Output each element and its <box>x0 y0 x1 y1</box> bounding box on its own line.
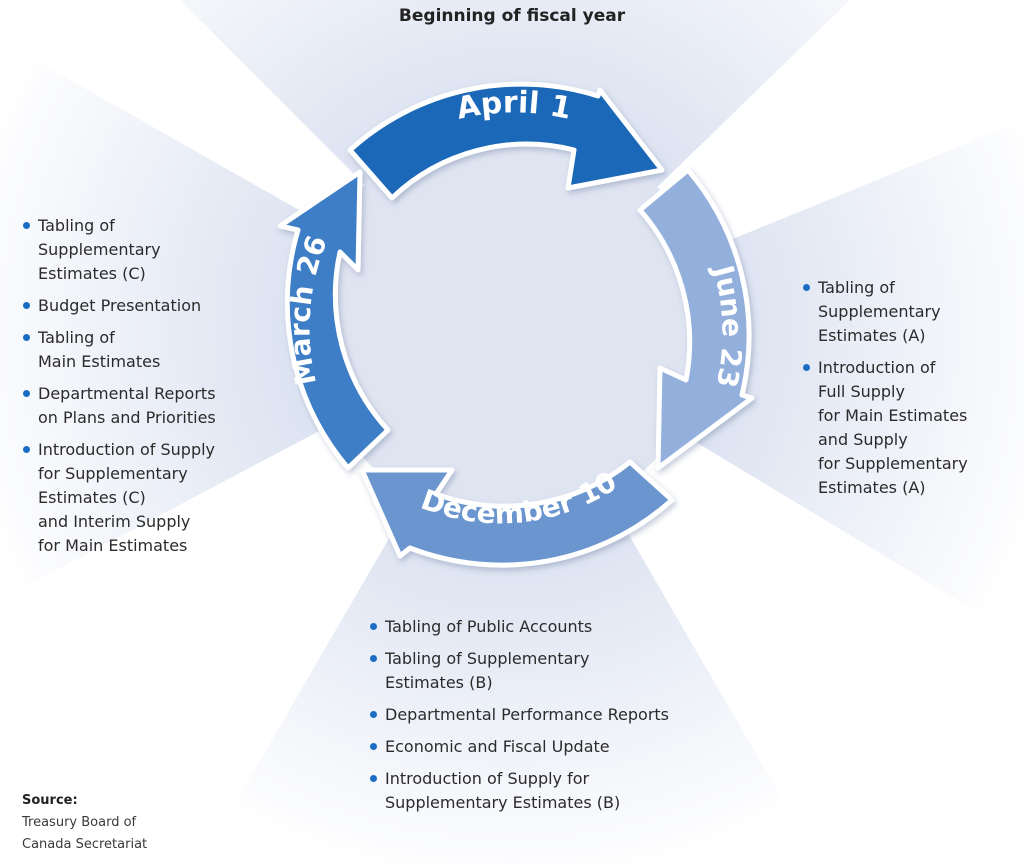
march-activities-list: Tabling of Supplementary Estimates (C) B… <box>20 214 280 566</box>
list-item: Tabling of Public Accounts <box>367 615 767 639</box>
bullet-icon <box>23 390 30 397</box>
arrow-march-26 <box>277 169 391 471</box>
arrow-april-1 <box>347 81 665 201</box>
bullet-icon <box>23 334 30 341</box>
list-item: Budget Presentation <box>20 294 280 318</box>
list-item: Economic and Fiscal Update <box>367 735 767 759</box>
june-activities-list: Tabling of Supplementary Estimates (A) I… <box>800 276 1020 508</box>
december-activities-list: Tabling of Public Accounts Tabling of Su… <box>367 615 767 823</box>
list-item: Tabling of Supplementary Estimates (B) <box>367 647 767 695</box>
arrow-june-23 <box>637 167 755 471</box>
diagram-title: Beginning of fiscal year <box>398 6 626 26</box>
label-april-1: April 1 <box>454 85 575 126</box>
bullet-icon <box>803 364 810 371</box>
bullet-icon <box>370 711 377 718</box>
list-item: Tabling of Supplementary Estimates (C) <box>20 214 280 286</box>
source-heading: Source: <box>22 793 78 808</box>
bullet-icon <box>23 446 30 453</box>
list-item: Tabling of Main Estimates <box>20 326 280 374</box>
source-note: Source: Treasury Board of Canada Secreta… <box>22 790 147 856</box>
bullet-icon <box>370 623 377 630</box>
arrow-december-10 <box>359 459 675 568</box>
bullet-icon <box>370 655 377 662</box>
bullet-icon <box>23 302 30 309</box>
list-item: Tabling of Supplementary Estimates (A) <box>800 276 1020 348</box>
list-item: Departmental Reports on Plans and Priori… <box>20 382 280 430</box>
bullet-icon <box>23 222 30 229</box>
bullet-icon <box>370 743 377 750</box>
bullet-icon <box>370 775 377 782</box>
list-item: Introduction of Full Supply for Main Est… <box>800 356 1020 500</box>
list-item: Introduction of Supply for Supplementary… <box>367 767 767 815</box>
bullet-icon <box>803 284 810 291</box>
list-item: Departmental Performance Reports <box>367 703 767 727</box>
list-item: Introduction of Supply for Supplementary… <box>20 438 280 558</box>
source-text: Treasury Board of Canada Secretariat <box>22 815 148 852</box>
